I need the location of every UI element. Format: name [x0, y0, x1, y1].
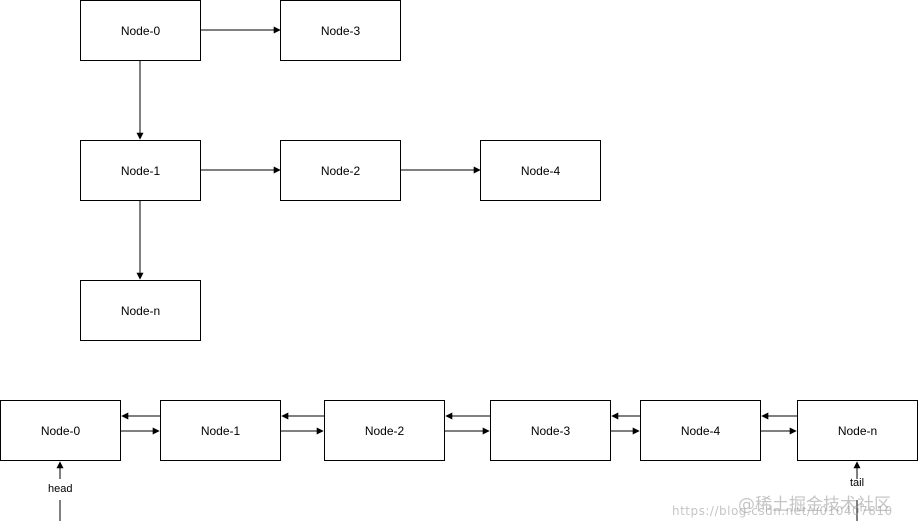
watermark-url: https://blog.csdn.net/u010407810 — [672, 504, 893, 518]
tree-node-2: Node-2 — [280, 140, 401, 201]
head-label: head — [48, 483, 73, 495]
tree-node-1: Node-1 — [80, 140, 201, 201]
tree-node-n: Node-n — [80, 280, 201, 341]
list-node-4: Node-4 — [640, 400, 761, 461]
list-node-n: Node-n — [797, 400, 918, 461]
list-node-0: Node-0 — [0, 400, 121, 461]
tail-label: tail — [850, 477, 865, 489]
tree-node-0: Node-0 — [80, 0, 201, 61]
list-node-3: Node-3 — [490, 400, 611, 461]
tree-node-4: Node-4 — [480, 140, 601, 201]
tree-node-3: Node-3 — [280, 0, 401, 61]
list-node-2: Node-2 — [324, 400, 445, 461]
list-node-1: Node-1 — [160, 400, 281, 461]
watermark-brand: @稀土掘金技术社区 — [738, 495, 891, 515]
